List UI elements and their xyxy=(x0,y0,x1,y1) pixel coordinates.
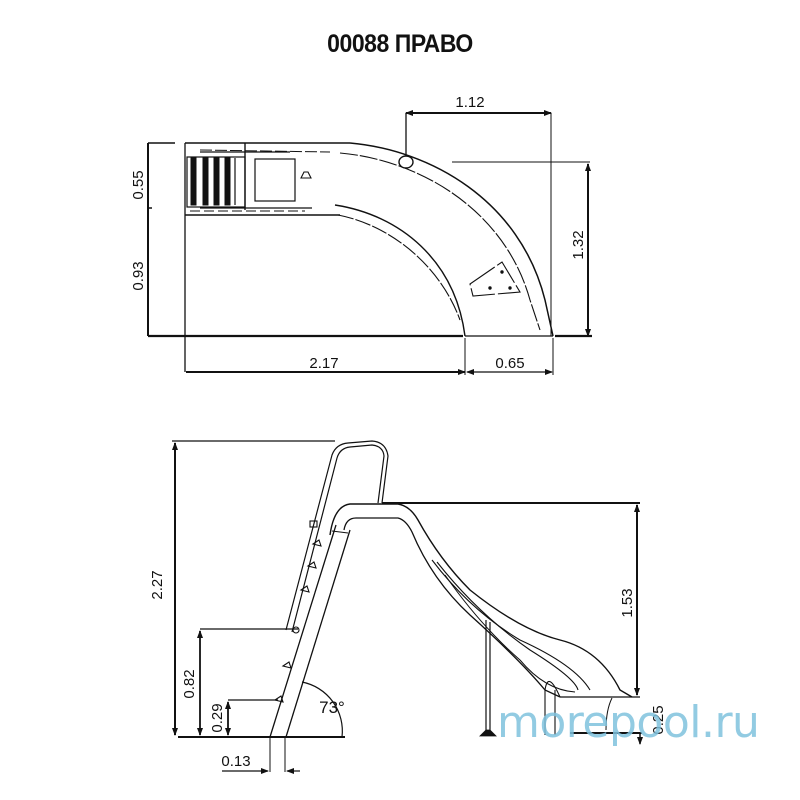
dim-lower-left-height: 0.93 xyxy=(130,261,147,290)
dim-upper-left-height: 0.55 xyxy=(130,170,147,199)
plan-view xyxy=(147,110,592,375)
dim-bottom-right-length: 0.65 xyxy=(495,355,524,372)
dim-exit-height: 0.25 xyxy=(650,705,667,734)
drawing-title: 00088 ПРАВО xyxy=(327,30,473,58)
dim-top-width: 1.12 xyxy=(455,94,484,111)
watermark: morepool.ru xyxy=(497,697,760,748)
dim-first-step-height: 0.29 xyxy=(209,703,226,732)
dim-bottom-left-length: 2.17 xyxy=(309,355,338,372)
dim-total-height: 2.27 xyxy=(149,570,166,599)
dim-slide-drop: 1.53 xyxy=(619,588,636,617)
side-view xyxy=(172,440,643,774)
dim-platform-height: 0.82 xyxy=(181,669,198,698)
dim-right-height: 1.32 xyxy=(570,230,587,259)
dim-ladder-base-width: 0.13 xyxy=(221,753,250,770)
dim-ladder-angle: 73° xyxy=(319,698,345,717)
